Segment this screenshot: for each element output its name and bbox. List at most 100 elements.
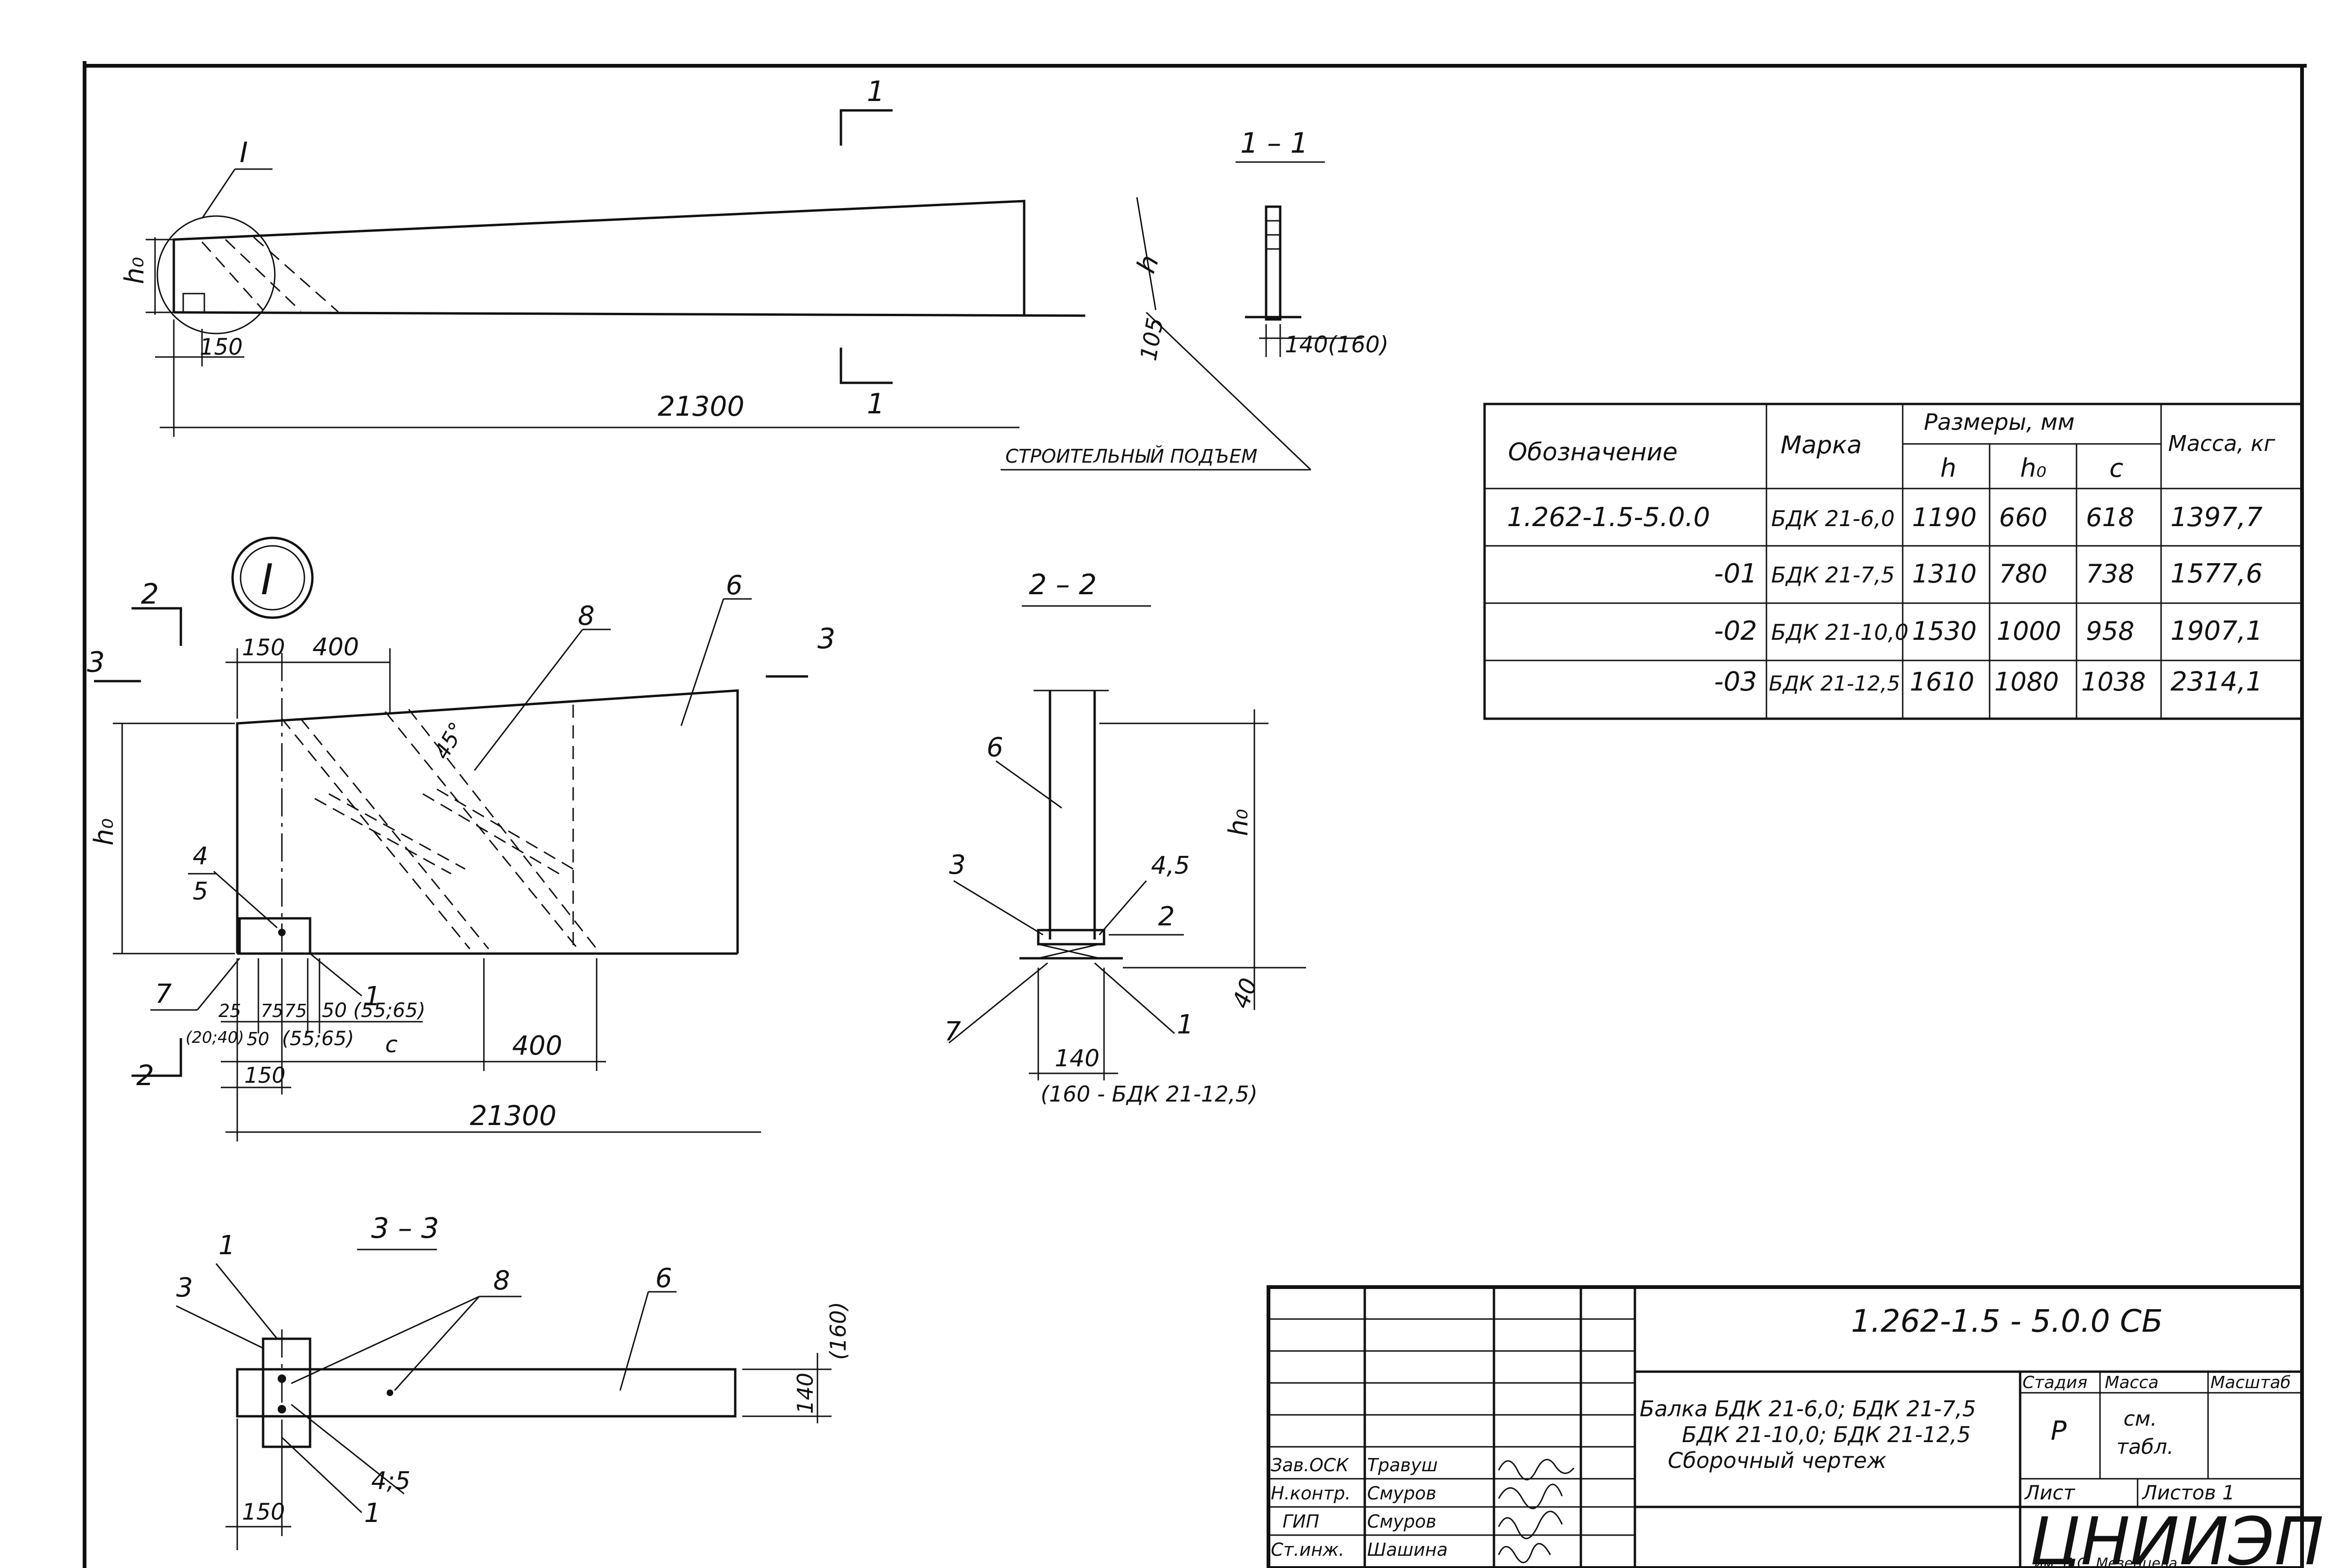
role: Н.контр. — [1271, 1483, 1351, 1504]
cell-c: 958 — [2086, 616, 2134, 646]
label-45: 4,5 — [1151, 852, 1190, 880]
cell-designation: -03 — [1714, 667, 1757, 697]
label-7: 7 — [155, 979, 172, 1009]
dim-ho: h₀ — [89, 818, 119, 846]
cell-mass: 1577,6 — [2170, 559, 2263, 589]
label-6: 6 — [726, 570, 743, 601]
h-stage: Стадия — [2022, 1373, 2087, 1392]
bottom-dim: 75 — [261, 1001, 283, 1021]
section-1-1-title: 1 – 1 — [1240, 127, 1308, 160]
dim-ho: h₀ — [1223, 809, 1254, 836]
person: Шашина — [1367, 1539, 1448, 1560]
dim-140: 140 — [1055, 1045, 1099, 1072]
dim-width: 140(160) — [1285, 332, 1389, 358]
dim-c: c — [385, 1032, 397, 1058]
dim-160: (160) — [825, 1302, 851, 1360]
cell-h: 1190 — [1912, 503, 1976, 532]
signature-scribble — [1498, 1459, 1575, 1481]
dim-400-top: 400 — [312, 633, 359, 661]
sheets-label: Листов 1 — [2141, 1481, 2235, 1504]
cell-mass: 2314,1 — [2170, 667, 2263, 697]
spec-table: Обозначение Марка Размеры, мм Масса, кг … — [1483, 403, 2303, 720]
dim-55-65: (55;65) — [282, 1027, 354, 1050]
section-mark-2-bottom: 2 — [136, 1059, 154, 1092]
person: Смуров — [1367, 1511, 1436, 1532]
table-row: -01 БДК 21-7,5 1310 780 738 1577,6 — [1714, 559, 2263, 589]
label-1: 1 — [218, 1230, 235, 1261]
bottom-dim: 50 (55;65) — [322, 999, 426, 1022]
cell-mark: БДК 21-6,0 — [1771, 506, 1895, 531]
dim-140: 140 — [793, 1373, 818, 1414]
name-line3: Сборочный чертеж — [1668, 1448, 1887, 1473]
section-mark-2-top: 2 — [141, 578, 159, 611]
label-8: 8 — [493, 1265, 510, 1296]
label-6: 6 — [655, 1263, 672, 1294]
label-7: 7 — [944, 1017, 961, 1047]
section-2-2-title: 2 – 2 — [1029, 568, 1097, 601]
detail-I: I 2 2 3 3 150 400 45° h₀ — [87, 536, 835, 1141]
cell-mass: 1907,1 — [2170, 616, 2263, 646]
dim-ho: h₀ — [119, 257, 150, 284]
role: ГИП — [1283, 1511, 1319, 1532]
camber-label: СТРОИТЕЛЬНЫЙ ПОДЪЕМ — [1005, 445, 1257, 467]
cell-h: 1530 — [1912, 616, 1976, 646]
dim-20-40: (20;40) — [186, 1028, 244, 1047]
org-name: ЦНИИЭП — [2030, 1504, 2324, 1568]
label-5: 5 — [193, 877, 208, 906]
th-c: c — [2109, 453, 2123, 483]
label-45: 4;5 — [371, 1467, 411, 1495]
mass-value-1: см. — [2123, 1407, 2157, 1431]
dim-50: 50 — [247, 1029, 269, 1049]
cell-mark: БДК 21-10,0 — [1771, 620, 1908, 645]
stage-value: Р — [2051, 1416, 2067, 1446]
cell-mark: БДК 21-12,5 — [1769, 672, 1900, 696]
section-mark-bottom: 1 — [867, 388, 885, 420]
th-mark: Марка — [1781, 431, 1862, 459]
dim-length: 21300 — [658, 390, 745, 422]
dim-h: h — [1131, 251, 1165, 277]
label-8: 8 — [578, 601, 595, 631]
h-mass: Масса — [2105, 1373, 2159, 1392]
section-mark-3-left: 3 — [87, 646, 105, 679]
th-ho: h₀ — [2020, 453, 2046, 483]
cell-ho: 660 — [1999, 503, 2047, 532]
label-6: 6 — [987, 732, 1003, 763]
label-1: 1 — [1177, 1009, 1194, 1040]
cell-ho: 1080 — [1994, 667, 2059, 697]
section-1-1: 1 – 1 140(160) — [1236, 127, 1389, 358]
person: Смуров — [1367, 1483, 1436, 1504]
cell-designation: 1.262-1.5-5.0.0 — [1507, 502, 1710, 533]
cell-designation: -02 — [1714, 616, 1757, 646]
section-3-3: 3 – 3 1 3 8 6 4;5 1 150 140 (160) — [176, 1212, 851, 1550]
dim-length: 21300 — [470, 1100, 557, 1132]
name-line1: Балка БДК 21-6,0; БДК 21-7,5 — [1640, 1396, 1976, 1421]
h-scale: Масштаб — [2210, 1373, 2291, 1392]
section-3-3-title: 3 – 3 — [371, 1212, 439, 1245]
mass-value-2: табл. — [2116, 1435, 2174, 1459]
sheet-label: Лист — [2024, 1481, 2076, 1504]
label-4: 4 — [193, 842, 208, 870]
dim-150-top: 150 — [242, 635, 285, 661]
sheet-frame — [83, 61, 2307, 1568]
cell-ho: 780 — [1999, 559, 2047, 589]
beam-elevation: I 1 1 h₀ 150 h 105 21300 СТРОИТЕЛЬНЫЙ ПО… — [119, 75, 1312, 471]
dim-105: 105 — [1136, 316, 1169, 363]
cell-h: 1610 — [1910, 667, 1974, 697]
cell-mass: 1397,7 — [2170, 502, 2263, 533]
cell-c: 1038 — [2081, 667, 2146, 697]
th-designation: Обозначение — [1508, 438, 1678, 466]
section-mark-top: 1 — [867, 75, 885, 108]
table-row: -03 БДК 21-12,5 1610 1080 1038 2314,1 — [1714, 667, 2263, 697]
cell-h: 1310 — [1912, 559, 1976, 589]
table-row: 1.262-1.5-5.0.0 БДК 21-6,0 1190 660 618 … — [1507, 502, 2263, 533]
section-mark-3-right: 3 — [817, 622, 835, 655]
label-1b: 1 — [364, 1498, 381, 1529]
org-sub: им. Б.С. Мезенцева — [2034, 1555, 2178, 1568]
role: Зав.ОСК — [1271, 1455, 1350, 1475]
cell-designation: -01 — [1714, 559, 1757, 589]
signature-scribble — [1498, 1511, 1563, 1539]
th-mass: Масса, кг — [2168, 431, 2276, 456]
label-3: 3 — [949, 850, 966, 880]
cell-c: 738 — [2086, 559, 2134, 589]
